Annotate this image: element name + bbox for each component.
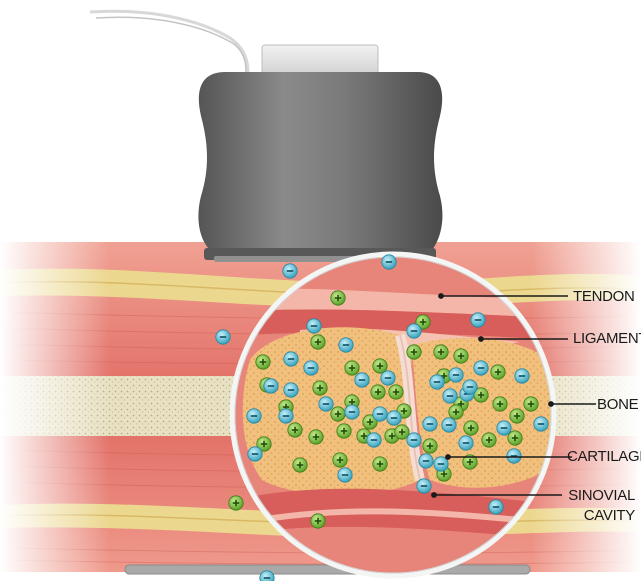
minus-ion-icon [247,409,261,423]
plus-ion-icon [454,349,468,363]
plus-ion-icon [371,385,385,399]
minus-ion-icon [339,338,353,352]
minus-ion-icon [449,368,463,382]
minus-ion-icon [260,571,274,581]
plus-ion-icon [482,433,496,447]
plus-ion-icon [337,424,351,438]
minus-ion-icon [442,418,456,432]
minus-ion-icon [283,264,297,278]
minus-ion-icon [338,468,352,482]
minus-ion-icon [345,405,359,419]
minus-ion-icon [407,324,421,338]
minus-ion-icon [284,383,298,397]
sinovial-label: SINOVIAL [568,487,635,505]
minus-ion-icon [381,371,395,385]
minus-ion-icon [304,361,318,375]
minus-ion-icon [279,409,293,423]
minus-ion-icon [471,313,485,327]
minus-ion-icon [489,500,503,514]
plus-ion-icon [345,361,359,375]
minus-ion-icon [319,397,333,411]
plus-ion-icon [464,421,478,435]
minus-ion-icon [463,380,477,394]
minus-ion-icon [264,379,278,393]
minus-ion-icon [443,389,457,403]
bone-label: BONE [597,396,638,414]
cavity-label: CAVITY [584,507,635,525]
plus-ion-icon [491,365,505,379]
plus-ion-icon [524,397,538,411]
minus-ion-icon [515,369,529,383]
minus-ion-icon [419,454,433,468]
minus-ion-icon [216,330,230,344]
minus-ion-icon [373,407,387,421]
plus-ion-icon [493,397,507,411]
minus-ion-icon [407,433,421,447]
plus-ion-icon [309,430,323,444]
plus-ion-icon [407,345,421,359]
plus-ion-icon [331,291,345,305]
minus-ion-icon [417,479,431,493]
plus-ion-icon [449,405,463,419]
minus-ion-icon [507,449,521,463]
plus-ion-icon [389,385,403,399]
tendon-label: TENDON [573,288,635,306]
minus-ion-icon [459,436,473,450]
plus-ion-icon [373,457,387,471]
minus-ion-icon [355,373,369,387]
plus-ion-icon [313,381,327,395]
minus-ion-icon [248,447,262,461]
plus-ion-icon [423,439,437,453]
minus-ion-icon [307,319,321,333]
plus-ion-icon [311,335,325,349]
minus-ion-icon [387,411,401,425]
minus-ion-icon [284,352,298,366]
plus-ion-icon [288,423,302,437]
minus-ion-icon [474,361,488,375]
minus-ion-icon [497,421,511,435]
plus-ion-icon [331,407,345,421]
plus-ion-icon [510,409,524,423]
plus-ion-icon [311,514,325,528]
minus-ion-icon [382,255,396,269]
ligament-label: LIGAMENT [573,330,641,348]
cartilage-label: CARTILAGE [567,448,641,466]
minus-ion-icon [430,375,444,389]
plus-ion-icon [508,431,522,445]
plus-ion-icon [229,496,243,510]
minus-ion-icon [534,417,548,431]
plus-ion-icon [256,355,270,369]
minus-ion-icon [423,417,437,431]
plus-ion-icon [333,453,347,467]
minus-ion-icon [367,433,381,447]
plus-ion-icon [434,345,448,359]
plus-ion-icon [293,458,307,472]
